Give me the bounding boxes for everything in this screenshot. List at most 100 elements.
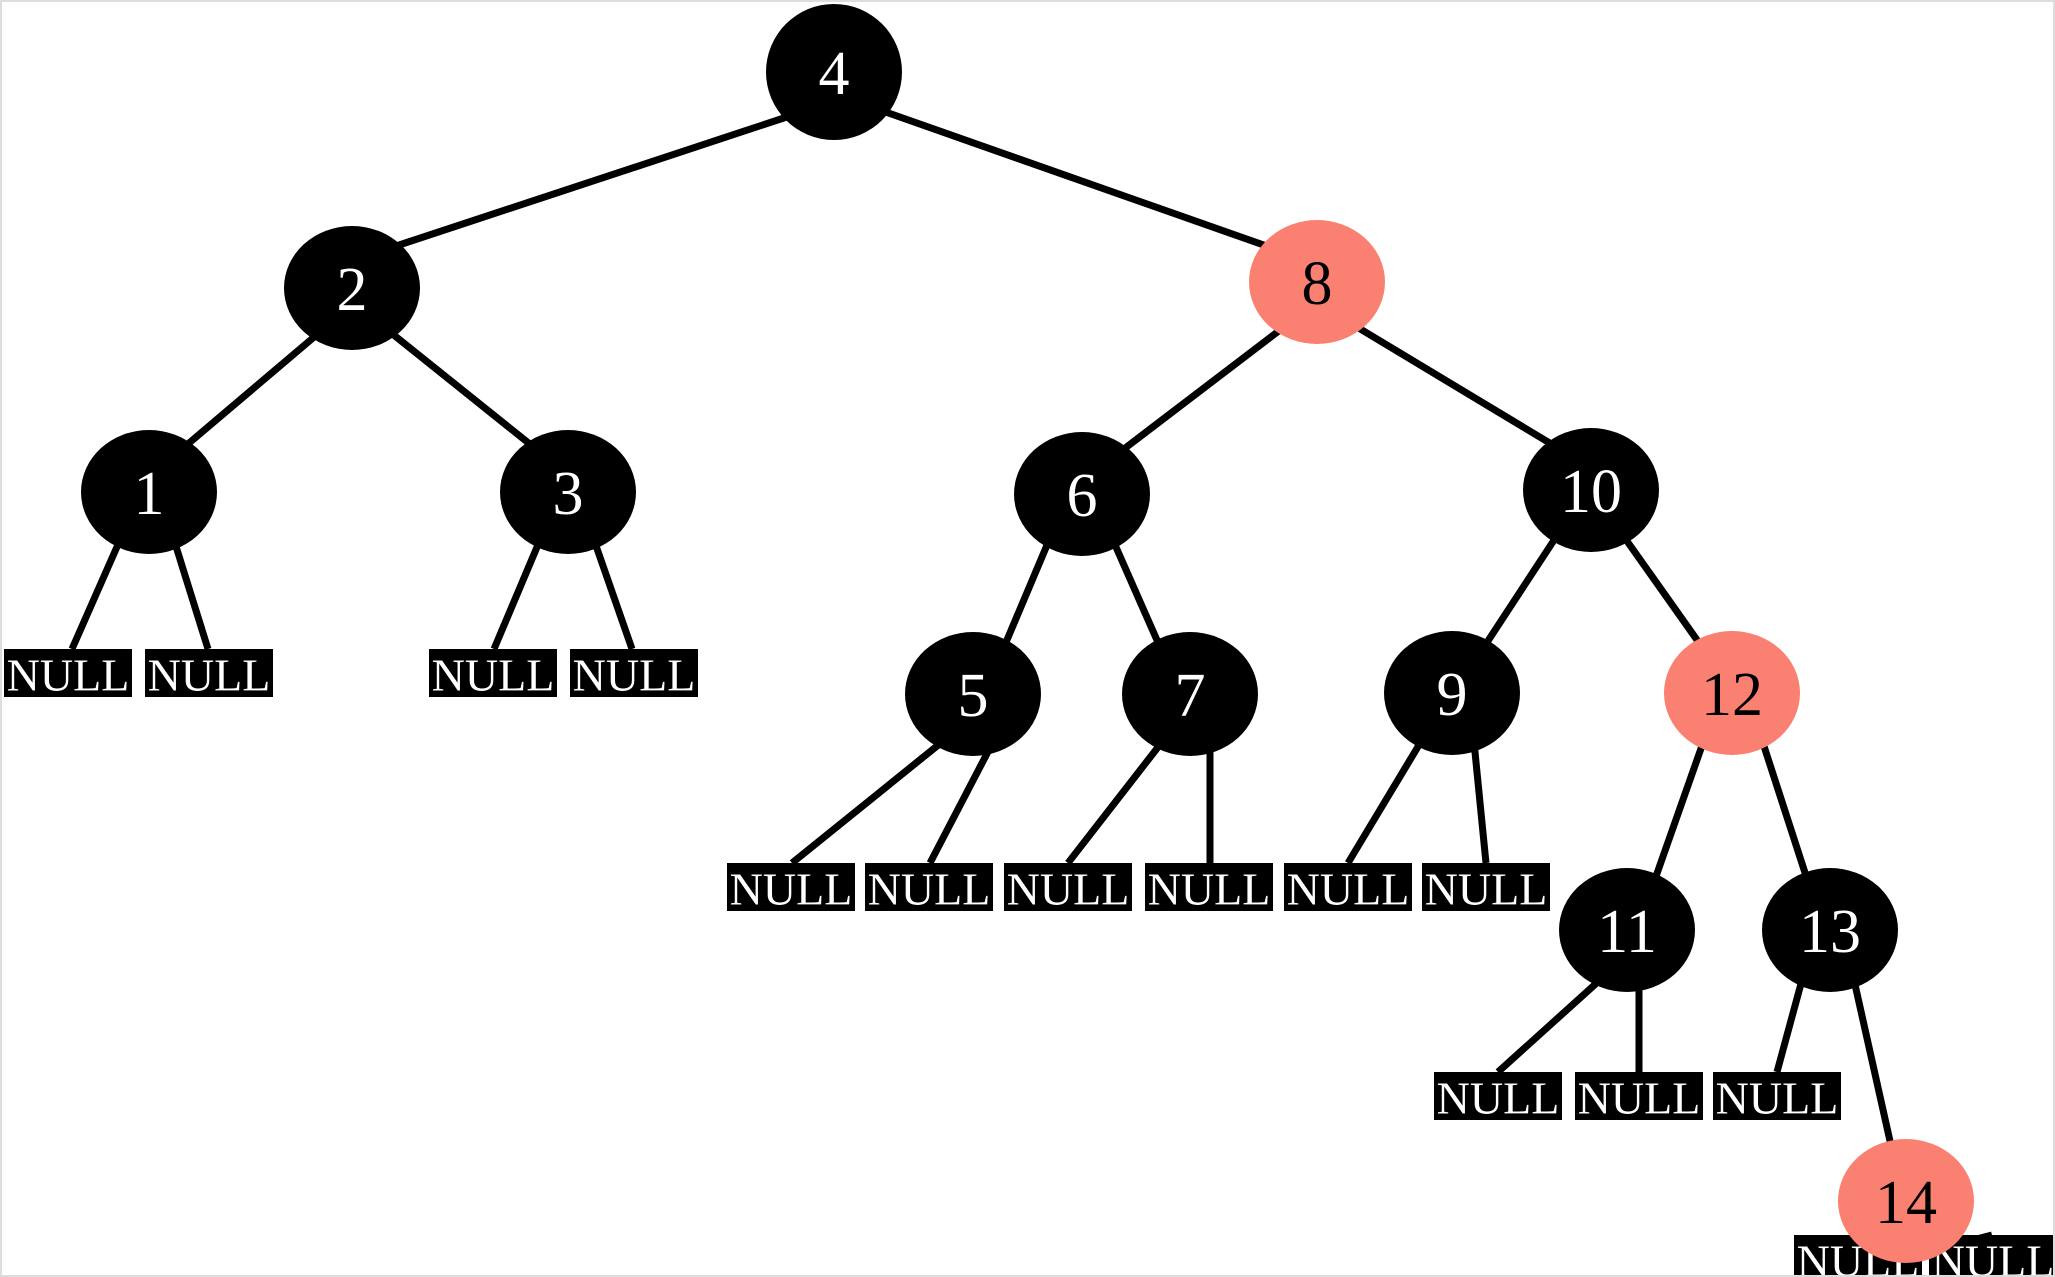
node-circle-black — [500, 430, 636, 554]
nil-leaf: NULL — [570, 649, 698, 701]
nil-leaf: NULL — [429, 649, 557, 701]
node-circle-black — [284, 226, 420, 350]
tree-edge — [1000, 536, 1054, 649]
nil-label: NULL — [1425, 864, 1548, 915]
nil-box — [570, 649, 698, 697]
tree-edge — [926, 742, 996, 865]
node-label: 11 — [1597, 898, 1657, 966]
nil-leaf: NULL — [145, 649, 273, 701]
nil-box — [1713, 1072, 1841, 1120]
nil-leaf: NULL — [727, 863, 855, 915]
tree-edge — [1619, 531, 1705, 650]
tree-node-9[interactable]: 9 — [1384, 631, 1520, 755]
node-circle-black — [1523, 428, 1659, 552]
tree-edge — [1650, 738, 1708, 884]
node-label: 2 — [337, 256, 368, 324]
nil-box — [1434, 1072, 1562, 1120]
nil-label: NULL — [868, 864, 991, 915]
tree-edge — [1481, 532, 1561, 649]
tree-node-14[interactable]: 14 — [1838, 1139, 1974, 1263]
tree-edges-layer — [68, 106, 1993, 1254]
tree-edge — [387, 329, 539, 452]
node-label: 10 — [1560, 458, 1622, 526]
tree-node-13[interactable]: 13 — [1762, 868, 1898, 992]
nil-label: NULL — [573, 650, 696, 701]
tree-edge — [1108, 536, 1164, 649]
nil-leaves-layer: NULL NULL NULL NULL NULL NULL NULL NULL NULL NULL… — [4, 649, 2053, 1275]
tree-edge — [1758, 738, 1812, 884]
node-label: 6 — [1067, 462, 1098, 530]
tree-node-3[interactable]: 3 — [500, 430, 636, 554]
tree-node-5[interactable]: 5 — [905, 632, 1041, 756]
tree-edge — [1495, 977, 1603, 1075]
nil-label: NULL — [1287, 864, 1410, 915]
nil-label: NULL — [1716, 1073, 1839, 1124]
tree-edge — [1773, 979, 1806, 1073]
nil-leaf: NULL — [1713, 1072, 1841, 1124]
node-label: 12 — [1701, 661, 1763, 729]
tree-node-8[interactable]: 8 — [1249, 220, 1385, 344]
tree-edge — [1117, 327, 1283, 455]
node-circle-black — [81, 430, 217, 554]
node-circle-red — [1838, 1139, 1974, 1263]
tree-edge — [179, 329, 323, 452]
node-circle-black — [766, 4, 902, 140]
nil-box — [865, 863, 993, 911]
tree-edge — [590, 538, 636, 651]
nil-label: NULL — [1578, 1073, 1701, 1124]
nil-leaf: NULL — [1422, 863, 1550, 915]
nil-box — [429, 649, 557, 697]
tree-edge — [382, 108, 804, 254]
tree-edge — [68, 538, 124, 651]
node-circle-black — [905, 632, 1041, 756]
nil-label: NULL — [7, 650, 130, 701]
tree-edge — [490, 538, 544, 651]
nil-leaf: NULL — [1434, 1072, 1562, 1124]
tree-node-6[interactable]: 6 — [1014, 432, 1150, 556]
nil-label: NULL — [1007, 864, 1130, 915]
nil-box — [727, 863, 855, 911]
tree-node-2[interactable]: 2 — [284, 226, 420, 350]
node-label: 13 — [1799, 898, 1861, 966]
tree-node-10[interactable]: 10 — [1523, 428, 1659, 552]
nil-label: NULL — [432, 650, 555, 701]
tree-edge — [1345, 738, 1425, 865]
tree-edge — [170, 538, 212, 651]
nil-box — [4, 649, 132, 697]
nil-leaf: NULL — [4, 649, 132, 701]
nil-label: NULL — [730, 864, 853, 915]
nil-leaf: NULL — [1004, 863, 1132, 915]
node-circle-black — [1384, 631, 1520, 755]
tree-node-1[interactable]: 1 — [81, 430, 217, 554]
node-label: 1 — [134, 460, 165, 528]
nil-leaf: NULL — [1284, 863, 1412, 915]
tree-node-7[interactable]: 7 — [1122, 632, 1258, 756]
node-circle-black — [1014, 432, 1150, 556]
nil-label: NULL — [148, 650, 271, 701]
nil-box — [1422, 863, 1550, 911]
tree-edge — [878, 106, 1274, 252]
tree-node-11[interactable]: 11 — [1559, 868, 1695, 992]
tree-edge — [1355, 324, 1560, 451]
tree-node-4[interactable]: 4 — [766, 4, 902, 140]
nil-box — [1004, 863, 1132, 911]
tree-node-12[interactable]: 12 — [1664, 631, 1800, 755]
node-circle-red — [1664, 631, 1800, 755]
node-label: 3 — [553, 460, 584, 528]
nil-leaf: NULL — [865, 863, 993, 915]
nil-leaf: NULL — [1145, 863, 1273, 915]
nil-box — [1145, 863, 1273, 911]
nil-box — [145, 649, 273, 697]
tree-edge — [789, 739, 945, 866]
node-circle-black — [1559, 868, 1695, 992]
nil-box — [1284, 863, 1412, 911]
node-label: 7 — [1175, 662, 1206, 730]
node-circle-red — [1249, 220, 1385, 344]
node-label: 14 — [1875, 1169, 1937, 1237]
node-circle-black — [1762, 868, 1898, 992]
nil-box — [1575, 1072, 1703, 1120]
node-label: 9 — [1437, 661, 1468, 729]
